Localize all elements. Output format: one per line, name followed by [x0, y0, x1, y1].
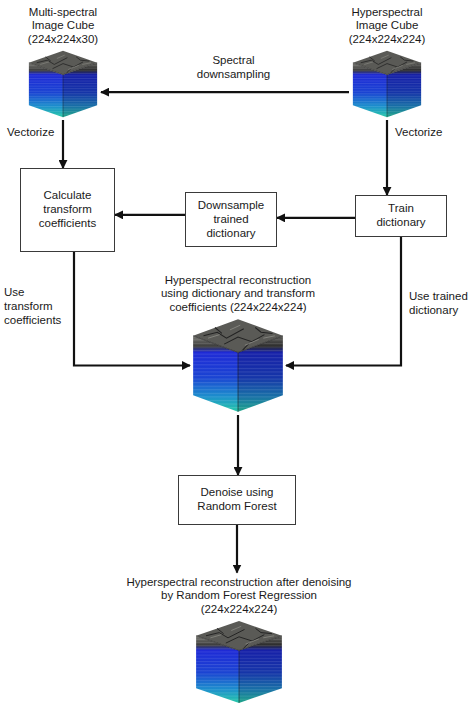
cube-illustration: [352, 50, 422, 118]
flow-arrow: [386, 120, 388, 195]
edge-label: Use trained dictionary: [408, 290, 474, 318]
cube-illustration: [192, 318, 284, 413]
edge-label: Vectorize: [6, 126, 60, 140]
box-text: Calculate transform coefficients: [27, 189, 108, 230]
cube-caption: Hyperspectral Image Cube (224x224x224): [337, 6, 437, 47]
flow-arrow: [62, 120, 64, 168]
process-box: Downsample trained dictionary: [185, 192, 277, 247]
cube-caption: Hyperspectral reconstruction using dicti…: [158, 274, 318, 315]
cube-illustration: [196, 621, 282, 703]
flow-arrow: [115, 214, 185, 216]
cube-caption: Hyperspectral reconstruction after denoi…: [123, 576, 355, 617]
flow-arrow: [237, 415, 239, 475]
edge-label: Spectral downsampling: [185, 54, 282, 82]
edge-label: Vectorize: [394, 126, 456, 140]
process-box: Train dictionary: [355, 195, 447, 237]
process-box: Calculate transform coefficients: [20, 168, 115, 252]
cube-illustration: [193, 319, 283, 412]
flow-arrow: [277, 217, 355, 219]
cube-illustration: [353, 51, 421, 117]
cube-caption: Multi-spectral Image Cube (224x224x30): [17, 6, 109, 47]
flow-arrow: [236, 525, 238, 573]
box-text: Downsample trained dictionary: [192, 199, 270, 240]
image-cube: Hyperspectral reconstruction using dicti…: [192, 318, 284, 413]
box-text: Denoise using Random Forest: [185, 486, 289, 514]
image-cube: Hyperspectral Image Cube (224x224x224): [352, 50, 422, 118]
image-cube: Hyperspectral reconstruction after denoi…: [195, 620, 283, 704]
image-cube: Multi-spectral Image Cube (224x224x30): [28, 50, 98, 118]
cube-illustration: [28, 50, 98, 118]
cube-illustration: [195, 620, 283, 704]
flow-arrow: [101, 91, 349, 93]
box-text: Train dictionary: [362, 202, 440, 230]
edge-label: Use transform coefficients: [3, 286, 71, 327]
cube-illustration: [29, 51, 97, 117]
process-box: Denoise using Random Forest: [178, 475, 296, 525]
